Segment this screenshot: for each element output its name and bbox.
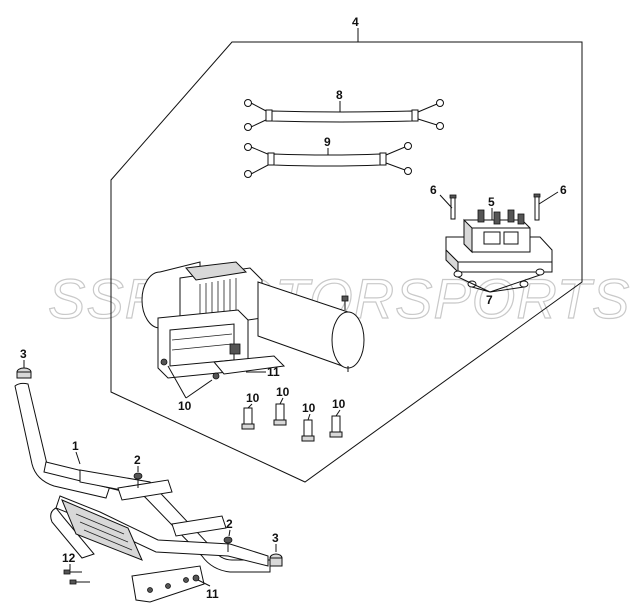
- callout-leader-11b: [197, 579, 211, 587]
- callout-leader-6a: [439, 194, 453, 209]
- callout-4: 4: [352, 15, 359, 29]
- bolt-10-c: [301, 419, 315, 442]
- contactor-box-5: [445, 209, 553, 274]
- callout-9: 9: [324, 135, 331, 149]
- callout-leader-7c: [489, 274, 541, 293]
- power-cable-8: [244, 99, 444, 131]
- callout-leader-10a: [167, 365, 187, 399]
- callout-11a: 11: [267, 365, 280, 379]
- bolt-10-a: [241, 407, 255, 430]
- callout-8: 8: [336, 88, 343, 102]
- callout-3a: 3: [20, 347, 27, 361]
- callout-12: 12: [62, 551, 76, 565]
- callout-10e: 10: [332, 397, 346, 411]
- bolt-10-b: [273, 403, 287, 426]
- callout-6b: 6: [560, 183, 567, 197]
- winch-kit-boundary: [110, 41, 583, 483]
- callout-10b: 10: [246, 391, 260, 405]
- callout-7: 7: [486, 293, 493, 307]
- callout-leader-6b: [538, 191, 559, 205]
- callout-leader-7b: [489, 286, 525, 293]
- callout-leader-2b: [228, 529, 231, 537]
- bolt-10-d: [329, 415, 343, 438]
- nut-11-lower: [192, 574, 200, 582]
- winch-assembly: [141, 261, 365, 380]
- front-bumper-1: [14, 382, 271, 603]
- bolt-6-left: [449, 194, 457, 220]
- callout-10c: 10: [276, 385, 290, 399]
- end-cap-3-left: [16, 367, 32, 379]
- callout-1: 1: [72, 439, 79, 453]
- power-cable-9: [244, 142, 412, 178]
- callout-2a: 2: [134, 453, 141, 467]
- callout-leader-10b: [247, 403, 253, 409]
- callout-leader-10c: [279, 397, 284, 405]
- callout-10a: 10: [178, 399, 192, 413]
- callout-11b: 11: [206, 587, 219, 601]
- callout-2b: 2: [226, 517, 233, 531]
- bolt-2-upper: [133, 472, 143, 488]
- bolt-6-right: [533, 193, 541, 221]
- callout-6a: 6: [430, 183, 437, 197]
- callout-3b: 3: [272, 531, 279, 545]
- callout-leader-10e: [335, 409, 341, 417]
- callout-10d: 10: [302, 401, 316, 415]
- callout-leader-1: [75, 451, 81, 465]
- bolt-2-lower: [223, 536, 233, 552]
- bolt-12-set: [63, 569, 90, 585]
- callout-5: 5: [488, 195, 495, 209]
- callout-leader-10d: [307, 413, 311, 421]
- end-cap-3-right: [269, 553, 283, 567]
- callout-leader-10a2: [185, 379, 213, 399]
